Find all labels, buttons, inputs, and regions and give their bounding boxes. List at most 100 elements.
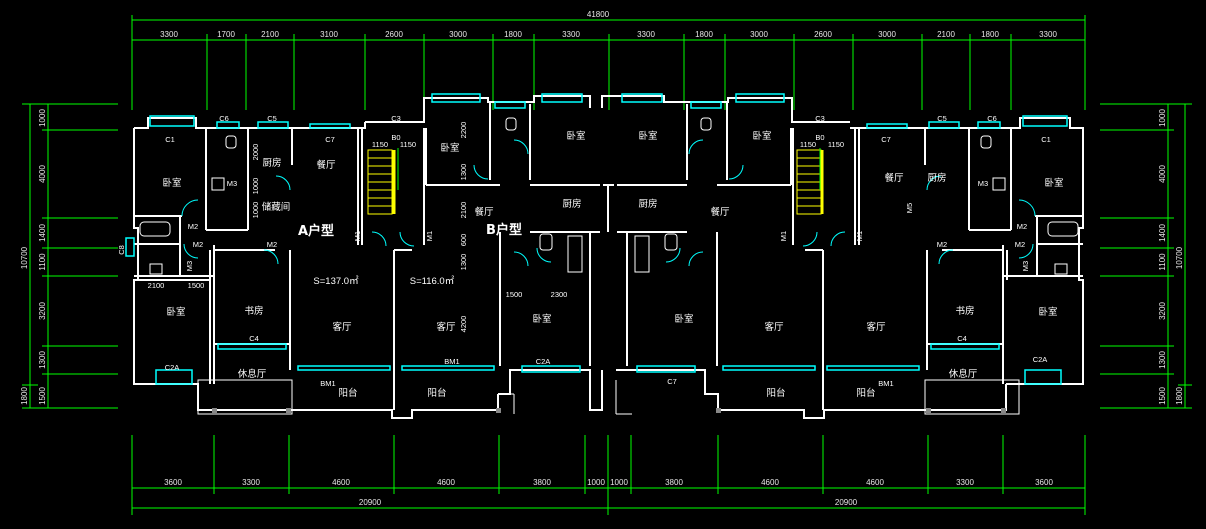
bottom-dimension-labels: 3600 3300 4600 4600 3800 1000 1000 3800 … xyxy=(164,478,1053,507)
room-bedroom-5: 卧室 xyxy=(532,313,551,325)
left-dimension-labels: 1000 4000 1400 1100 3200 1300 1500 10700… xyxy=(20,109,47,405)
tag-m3-b: M3 xyxy=(185,261,194,271)
dim-bottom-5: 3800 xyxy=(533,478,551,487)
column-markers xyxy=(212,408,1006,413)
right-dimension-labels: 1000 4000 1400 1100 3200 1300 1500 10700… xyxy=(1158,109,1184,405)
room-bedroom-6: 卧室 xyxy=(638,130,657,142)
tag-c7-left: C7 xyxy=(325,135,335,144)
dim-bottom-total-right: 20900 xyxy=(835,498,858,507)
dim-top-1: 3300 xyxy=(160,30,178,39)
tag-c2a-mid-left: C2A xyxy=(536,357,551,366)
room-kitchen-3: 厨房 xyxy=(638,198,657,210)
tag-c3-left: C3 xyxy=(391,114,401,123)
room-living-1: 客厅 xyxy=(332,321,352,333)
dim-top-3: 2100 xyxy=(261,30,279,39)
dim-bottom-6: 1000 xyxy=(587,478,605,487)
tag-m2-e: M2 xyxy=(1015,240,1025,249)
dim-top-13: 3000 xyxy=(878,30,896,39)
tag-c2a-left: C2A xyxy=(165,363,180,372)
dim-bottom-10: 4600 xyxy=(866,478,884,487)
dim-right-7: 1500 xyxy=(1158,387,1167,405)
room-dining-2: 餐厅 xyxy=(474,206,494,218)
dim-right-5: 3200 xyxy=(1158,302,1167,320)
unit-a-type: A户型 xyxy=(298,223,334,239)
tag-m3-right: M3 xyxy=(978,179,988,188)
stair-arrows xyxy=(397,148,821,190)
dim-bottom-2: 3300 xyxy=(242,478,260,487)
tag-c7-bottom: C7 xyxy=(667,377,677,386)
bottom-dimension-lines xyxy=(131,435,1086,515)
room-labels-left: 卧室 厨房 储藏间 餐厅 卧室 卧室 餐厅 厨房 书房 卧室 客厅 客厅 卧室 … xyxy=(162,130,585,399)
tag-1500-left: 1500 xyxy=(188,281,205,290)
tag-bm1-b: BM1 xyxy=(444,357,459,366)
dim-bottom-9: 4600 xyxy=(761,478,779,487)
unit-b-type: B户型 xyxy=(486,222,522,238)
tag-b0-right: B0 xyxy=(815,133,824,142)
room-bedroom-8: 卧室 xyxy=(1044,177,1063,189)
dim-top-4: 3100 xyxy=(320,30,338,39)
dim-top-15: 1800 xyxy=(981,30,999,39)
tag-m1-a: M1 xyxy=(353,231,362,241)
tag-c1-right: C1 xyxy=(1041,135,1051,144)
tag-1150-b: 1150 xyxy=(400,140,416,149)
tag-m2-a: M2 xyxy=(188,222,198,231)
element-tags: C1 C6 C5 C7 C3 B0 1150 1150 M3 M2 M2 M2 … xyxy=(117,114,1051,388)
tag-c1-left: C1 xyxy=(165,135,175,144)
dim-top-5: 2600 xyxy=(385,30,403,39)
tag-bm1-c: BM1 xyxy=(878,379,893,388)
tag-c4-left: C4 xyxy=(249,334,259,343)
room-lounge-1: 休息厅 xyxy=(238,368,267,380)
balcony-railings xyxy=(197,379,1020,415)
tag-1150-a: 1150 xyxy=(372,140,388,149)
dim-left-short: 1800 xyxy=(20,387,29,405)
tag-m3-c: M3 xyxy=(1021,261,1030,271)
room-dining-4: 餐厅 xyxy=(884,172,904,184)
tag-c2a-right: C2A xyxy=(1033,355,1048,364)
tag-2300-mid: 2300 xyxy=(551,290,568,299)
tag-1000-a: 1000 xyxy=(251,178,260,195)
dim-bottom-3: 4600 xyxy=(332,478,350,487)
tag-1150-c: 1150 xyxy=(800,140,816,149)
bath-fixtures xyxy=(139,117,1079,275)
tag-4200: 4200 xyxy=(459,316,468,333)
room-labels-right: 卧室 卧室 厨房 餐厅 餐厅 厨房 卧室 卧室 客厅 客厅 书房 卧室 阳台 阳… xyxy=(638,130,1063,399)
doors xyxy=(181,139,1036,267)
tag-c4-right: C4 xyxy=(957,334,967,343)
tag-2000: 2000 xyxy=(251,144,260,161)
tag-1300-b: 1300 xyxy=(459,254,468,271)
dim-left-6: 1300 xyxy=(38,351,47,369)
tag-1500-mid: 1500 xyxy=(506,290,523,299)
room-bedroom-1: 卧室 xyxy=(162,177,181,189)
tag-600: 600 xyxy=(459,234,468,247)
room-dining-1: 餐厅 xyxy=(316,159,336,171)
dim-top-10: 1800 xyxy=(695,30,713,39)
dim-right-3: 1400 xyxy=(1158,224,1167,242)
tag-c7-right: C7 xyxy=(881,135,891,144)
room-bedroom-3: 卧室 xyxy=(566,130,585,142)
room-balcony-3: 阳台 xyxy=(766,387,785,399)
tag-m2-d: M2 xyxy=(937,240,947,249)
dim-right-4: 1100 xyxy=(1158,253,1167,271)
unit-b-area: S=116.0㎡ xyxy=(410,276,455,287)
stair-left xyxy=(367,149,396,215)
dim-right-6: 1300 xyxy=(1158,351,1167,369)
dim-right-2: 4000 xyxy=(1158,165,1167,183)
tag-bm1-a: BM1 xyxy=(320,379,335,388)
dim-bottom-12: 3600 xyxy=(1035,478,1053,487)
room-kitchen-2: 厨房 xyxy=(562,198,581,210)
room-balcony-4: 阳台 xyxy=(856,387,875,399)
dim-left-7: 1500 xyxy=(38,387,47,405)
room-study-2: 书房 xyxy=(955,305,974,317)
dim-bottom-8: 3800 xyxy=(665,478,683,487)
top-dimension-labels: 3300 1700 2100 3100 2600 3000 1800 3300 … xyxy=(160,30,1057,39)
right-dimension-lines xyxy=(1100,103,1192,409)
dim-bottom-7: 1000 xyxy=(610,478,628,487)
tag-c5-right: C5 xyxy=(937,114,947,123)
dim-bottom-11: 3300 xyxy=(956,478,974,487)
room-storage-1: 储藏间 xyxy=(262,201,291,213)
room-living-4: 客厅 xyxy=(866,321,886,333)
tag-m1-b: M1 xyxy=(425,231,434,241)
room-living-2: 客厅 xyxy=(436,321,456,333)
dim-right-total: 10700 xyxy=(1175,246,1184,269)
